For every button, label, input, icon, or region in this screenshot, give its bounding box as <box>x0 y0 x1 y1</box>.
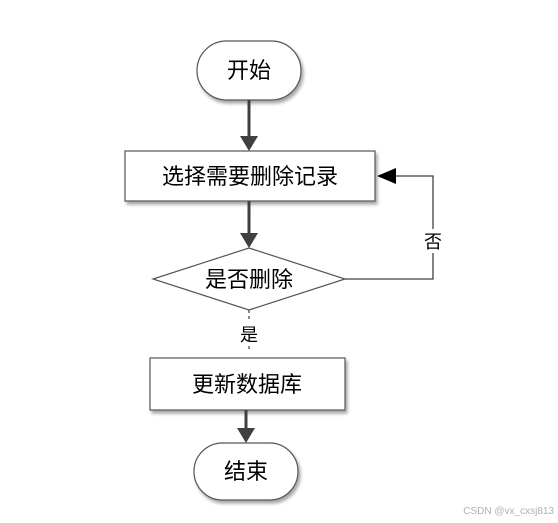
yes-label: 是 <box>240 325 258 346</box>
end-node: 结束 <box>193 442 299 501</box>
end-label: 结束 <box>224 460 268 485</box>
select-record-node: 选择需要删除记录 <box>124 150 376 202</box>
edge-no-loop: 否 <box>345 168 444 280</box>
start-label: 开始 <box>227 59 271 84</box>
update-database-label: 更新数据库 <box>192 373 302 398</box>
edge-update-to-end <box>237 410 255 443</box>
start-node: 开始 <box>196 40 302 101</box>
no-label: 否 <box>424 232 442 253</box>
delete-decision-node: 是否删除 <box>151 247 347 311</box>
update-database-node: 更新数据库 <box>149 357 346 411</box>
edge-yes: 是 <box>236 310 262 352</box>
watermark: CSDN @vx_cxsj813 <box>463 506 554 517</box>
edge-select-to-decision <box>240 201 258 248</box>
edge-start-to-select <box>240 100 258 151</box>
select-record-label: 选择需要删除记录 <box>162 165 338 190</box>
delete-decision-label: 是否删除 <box>205 268 293 293</box>
